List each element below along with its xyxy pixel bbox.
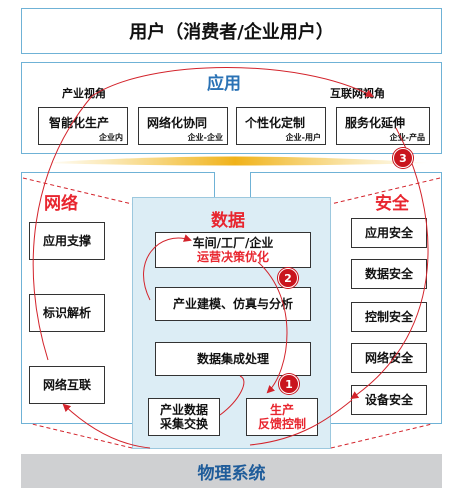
network-item-interconnection: 网络互联 xyxy=(29,366,105,404)
app-item-personalized-customization: 个性化定制 企业-用户 xyxy=(236,107,326,145)
physical-system-bar: 物理系统 xyxy=(21,454,442,488)
user-header-title: 用户（消费者/企业用户） xyxy=(129,22,334,43)
network-item-app-support: 应用支撑 xyxy=(29,222,105,260)
network-title: 网络 xyxy=(44,194,78,214)
data-integration-processing: 数据集成处理 xyxy=(155,342,311,376)
data-title: 数据 xyxy=(211,211,245,231)
network-item-identifier-resolution: 标识解析 xyxy=(29,294,105,332)
separator-glow xyxy=(40,156,430,166)
security-item-network: 网络安全 xyxy=(351,343,427,373)
app-item-service-extension: 服务化延伸 企业-产品 xyxy=(336,107,430,145)
badge-step-1: 1 xyxy=(279,374,299,394)
dashed-connector-bottom-right xyxy=(330,423,433,449)
application-title: 应用 xyxy=(207,74,241,94)
inner-arrow-down xyxy=(257,261,288,394)
security-item-device: 设备安全 xyxy=(351,385,427,415)
loop-arrow-right xyxy=(350,127,429,400)
inner-arrow-up xyxy=(143,234,192,301)
dashed-connector-left xyxy=(22,177,133,205)
app-item-networked-collaboration: 网络化协同 企业-企业 xyxy=(138,107,228,145)
security-item-application: 应用安全 xyxy=(351,218,427,248)
loop-arrow-bottom xyxy=(249,399,353,446)
loop-arrow-left-up xyxy=(32,95,93,361)
inner-arrow-collect xyxy=(219,375,245,416)
badge-step-3: 3 xyxy=(393,148,413,168)
dashed-connector-bottom-left xyxy=(31,423,133,449)
industry-view-label: 产业视角 xyxy=(62,87,106,100)
user-header: 用户（消费者/企业用户） xyxy=(21,8,442,54)
security-item-control: 控制安全 xyxy=(351,302,427,332)
badge-step-2: 2 xyxy=(278,268,298,288)
physical-system-title: 物理系统 xyxy=(197,463,266,484)
loop-arrow-top xyxy=(91,67,374,97)
data-modeling-simulation: 产业建模、仿真与分析 xyxy=(155,287,311,321)
data-collection-exchange: 产业数据 采集交换 xyxy=(148,398,220,436)
loop-arrow-left xyxy=(62,403,151,449)
dashed-connector-right xyxy=(330,177,441,205)
security-title: 安全 xyxy=(375,194,409,214)
